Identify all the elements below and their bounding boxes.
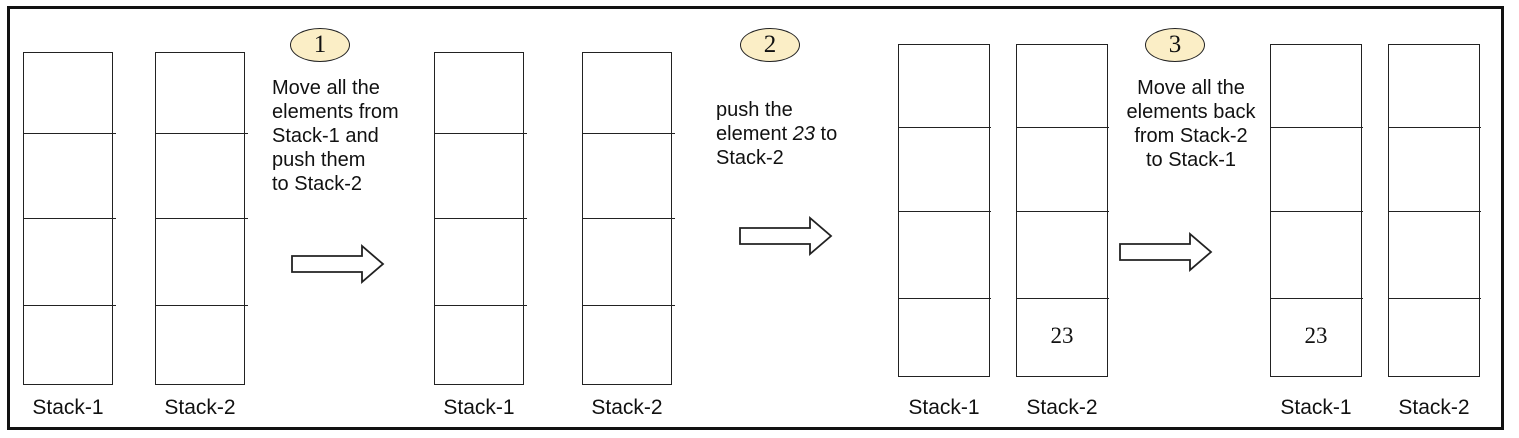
stage4-divider xyxy=(1270,211,1363,212)
stage2-divider xyxy=(582,133,675,134)
stage3-stack1 xyxy=(898,44,990,377)
diagram-frame xyxy=(7,6,1504,430)
stage4-divider xyxy=(1388,211,1481,212)
stage4-stack2 xyxy=(1388,44,1480,377)
step3-line: to Stack-1 xyxy=(1145,149,1237,171)
stage2-divider xyxy=(434,218,527,219)
step1-text: Move all the elements from Stack-1 and p… xyxy=(272,76,399,196)
step2-element-value: 23 xyxy=(792,123,815,145)
step1-line: push them xyxy=(272,149,366,171)
step2-arrow-icon xyxy=(739,216,833,256)
stage4-stack1-label: Stack-1 xyxy=(1280,396,1352,419)
stage1-divider xyxy=(23,133,116,134)
stage2-divider xyxy=(582,218,675,219)
step1-line: Stack-1 and xyxy=(272,125,379,147)
stage3-divider xyxy=(898,127,991,128)
stage2-stack2-label: Stack-2 xyxy=(591,396,663,419)
stage2-divider xyxy=(582,305,675,306)
stage3-divider xyxy=(898,298,991,299)
stage3-divider xyxy=(1016,211,1109,212)
step2-line-prefix: element xyxy=(716,123,793,145)
stage3-stack2-bottom-value: 23 xyxy=(1050,323,1074,348)
stage1-divider xyxy=(155,133,248,134)
stage4-stack1 xyxy=(1270,44,1362,377)
step2-text: push the element 23 to Stack-2 xyxy=(716,98,837,170)
stage1-divider xyxy=(155,305,248,306)
stage1-stack2-label: Stack-2 xyxy=(164,396,236,419)
stage3-stack1-label: Stack-1 xyxy=(908,396,980,419)
stage2-divider xyxy=(434,305,527,306)
step3-line: Move all the xyxy=(1137,77,1245,99)
step3-arrow-icon xyxy=(1119,232,1213,272)
stage1-divider xyxy=(23,305,116,306)
stage3-stack2 xyxy=(1016,44,1108,377)
step1-line: to Stack-2 xyxy=(272,173,363,195)
stage4-stack1-bottom-value: 23 xyxy=(1304,323,1328,348)
stage4-divider xyxy=(1388,127,1481,128)
step3-line: from Stack-2 xyxy=(1134,125,1248,147)
stage4-divider xyxy=(1270,298,1363,299)
step1-line: elements from xyxy=(272,101,399,123)
step2-line-suffix: to xyxy=(814,123,838,145)
step2-line: push the xyxy=(716,99,793,121)
stage1-divider xyxy=(23,218,116,219)
stage3-stack2-label: Stack-2 xyxy=(1026,396,1098,419)
step1-badge: 1 xyxy=(290,28,350,62)
stage3-divider xyxy=(898,211,991,212)
step1-arrow-icon xyxy=(291,244,385,284)
step2-line: element 23 to xyxy=(716,122,837,146)
step2-line: Stack-2 xyxy=(716,147,784,169)
step2-badge: 2 xyxy=(740,28,800,62)
stage4-divider xyxy=(1388,298,1481,299)
stage3-divider xyxy=(1016,127,1109,128)
step3-badge: 3 xyxy=(1145,28,1205,62)
step1-line: Move all the xyxy=(272,77,380,99)
stage4-stack2-label: Stack-2 xyxy=(1398,396,1470,419)
stage3-divider xyxy=(1016,298,1109,299)
stage1-divider xyxy=(155,218,248,219)
stage2-stack1-label: Stack-1 xyxy=(443,396,515,419)
stage2-divider xyxy=(434,133,527,134)
step3-text: Move all the elements back from Stack-2 … xyxy=(1115,76,1267,172)
stage4-divider xyxy=(1270,127,1363,128)
step3-line: elements back xyxy=(1126,101,1256,123)
stage1-stack1-label: Stack-1 xyxy=(32,396,104,419)
